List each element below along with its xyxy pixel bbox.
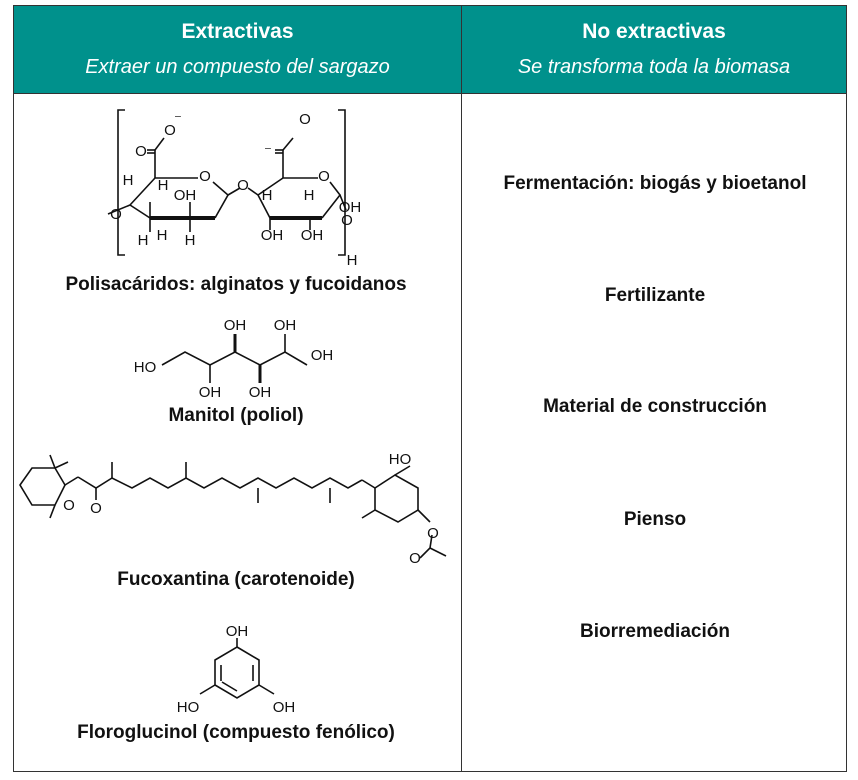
atom-label: HO [177,699,200,716]
use-fertilizante: Fertilizante [604,285,706,306]
atom-label: OH [249,384,272,401]
header-title: Extractivas [181,20,294,43]
header-extractivas: Extractivas Extraer un compuesto del sar… [14,6,461,93]
use-pienso: Pienso [623,509,687,530]
atom-label: H [158,177,169,194]
atom-label: HO [389,451,412,468]
column-divider [461,6,462,771]
atom-label: H [262,187,273,204]
atom-label: H [347,252,358,269]
atom-label: O [409,550,421,567]
header-title: No extractivas [582,20,726,43]
comparison-table: Extractivas Extraer un compuesto del sar… [13,5,847,772]
header-subtitle: Extraer un compuesto del sargazo [85,56,390,78]
atom-label: O [427,525,439,542]
atom-label: O [237,177,249,194]
use-fermentacion: Fermentación: biogás y bioetanol [503,173,807,194]
atom-label: O [199,168,211,185]
atom-label: OH [226,623,249,640]
use-material-construccion: Material de construcción [543,396,767,417]
atom-label: O [110,206,122,223]
atom-label: O [318,168,330,185]
use-biorremediacion: Biorremediación [580,621,730,642]
atom-label: H [185,232,196,249]
caption-fucoxantina: Fucoxantina (carotenoide) [117,569,355,590]
polysaccharide-structure [107,109,347,256]
header-no-extractivas: No extractivas Se transforma toda la bio… [462,6,846,93]
table-header [14,6,846,94]
atom-label: HO [134,359,157,376]
atom-label: O [90,500,102,517]
atom-label: ⁻ [174,111,182,128]
atom-label: ⁻ [264,143,272,160]
atom-label: OH [301,227,324,244]
atom-label: O [135,143,147,160]
caption-manitol: Manitol (poliol) [168,405,304,426]
atom-label: H [138,232,149,249]
atom-label: OH [199,384,222,401]
atom-label: OH [311,347,334,364]
atom-label: OH [174,187,197,204]
atom-label: OH [261,227,284,244]
atom-label: O [299,111,311,128]
atom-label: OH [224,317,247,334]
atom-label: OH [273,699,296,716]
atom-label: H [304,187,315,204]
caption-floroglucinol: Floroglucinol (compuesto fenólico) [77,722,395,743]
atom-label: O [164,122,176,139]
fucoxantina-structure [19,454,447,559]
floroglucinol-structure [199,638,275,699]
caption-polisacaridos: Polisacáridos: alginatos y fucoidanos [65,274,407,295]
atom-label: H [123,172,134,189]
header-subtitle: Se transforma toda la biomasa [517,56,791,78]
atom-label: OH [274,317,297,334]
atom-label: O [63,497,75,514]
atom-label: H [157,227,168,244]
manitol-structure [161,334,308,383]
atom-label: OH [339,199,362,216]
atom-label: O [341,212,353,229]
